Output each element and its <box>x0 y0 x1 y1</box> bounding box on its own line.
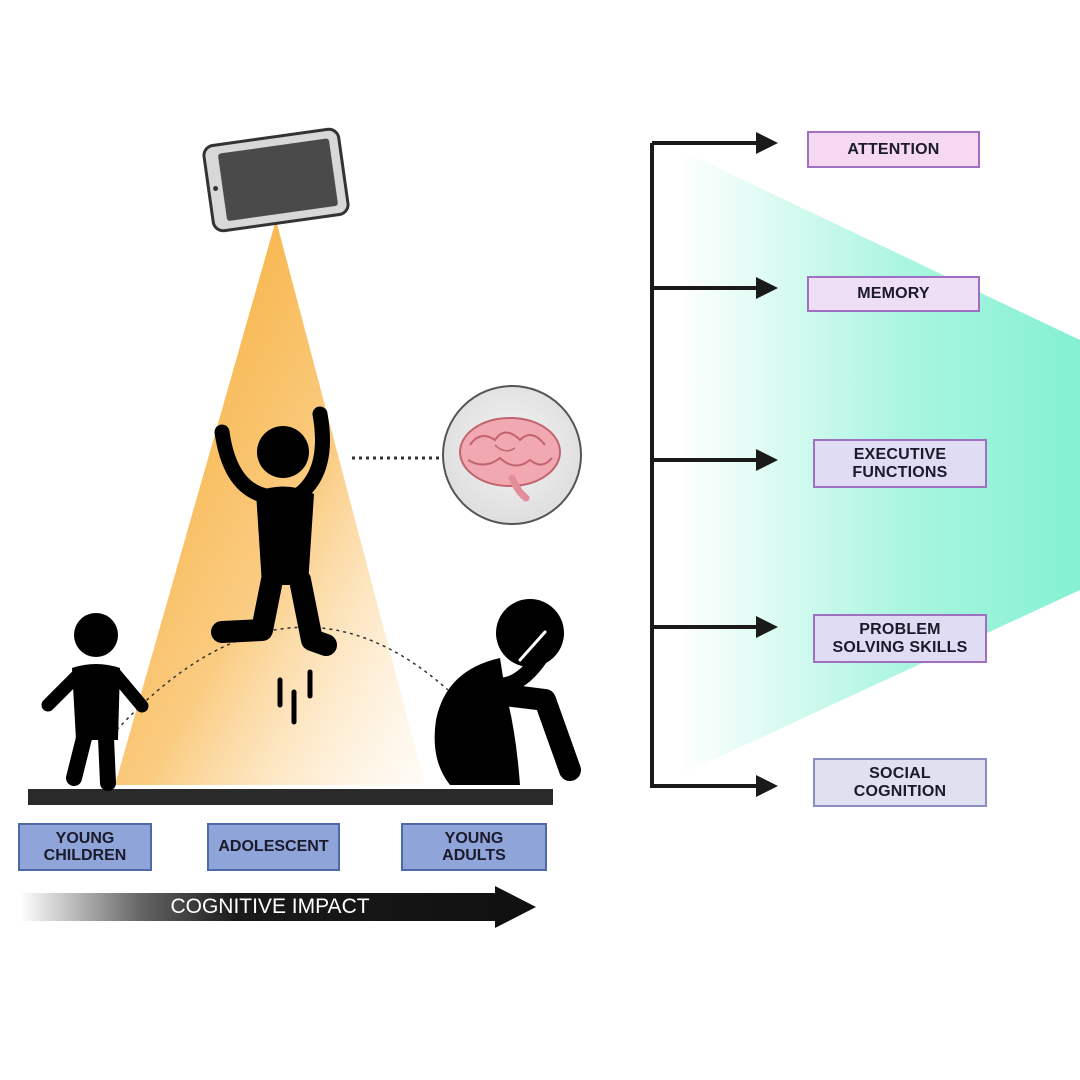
brain-icon <box>442 385 582 525</box>
age-label-adolescent: ADOLESCENT <box>207 823 340 871</box>
domain-memory: MEMORY <box>807 276 980 312</box>
tablet-icon <box>202 127 350 233</box>
cognitive-impact-label: COGNITIVE IMPACT <box>170 895 370 918</box>
domain-executive-functions: EXECUTIVE FUNCTIONS <box>813 439 987 488</box>
ground-line <box>28 789 553 805</box>
child-silhouette <box>41 613 149 791</box>
domain-arrowheads <box>756 132 778 797</box>
domain-attention: ATTENTION <box>807 131 980 168</box>
age-label-young-children: YOUNG CHILDREN <box>18 823 152 871</box>
domain-social-cognition: SOCIAL COGNITION <box>813 758 987 807</box>
jumping-adolescent-silhouette <box>211 406 337 725</box>
domain-bracket <box>650 141 760 788</box>
age-label-young-adults: YOUNG ADULTS <box>401 823 547 871</box>
sitting-adult-silhouette <box>434 599 581 785</box>
dotted-arc <box>111 626 449 736</box>
domain-problem-solving: PROBLEM SOLVING SKILLS <box>813 614 987 663</box>
cognitive-impact-arrow <box>20 886 536 928</box>
